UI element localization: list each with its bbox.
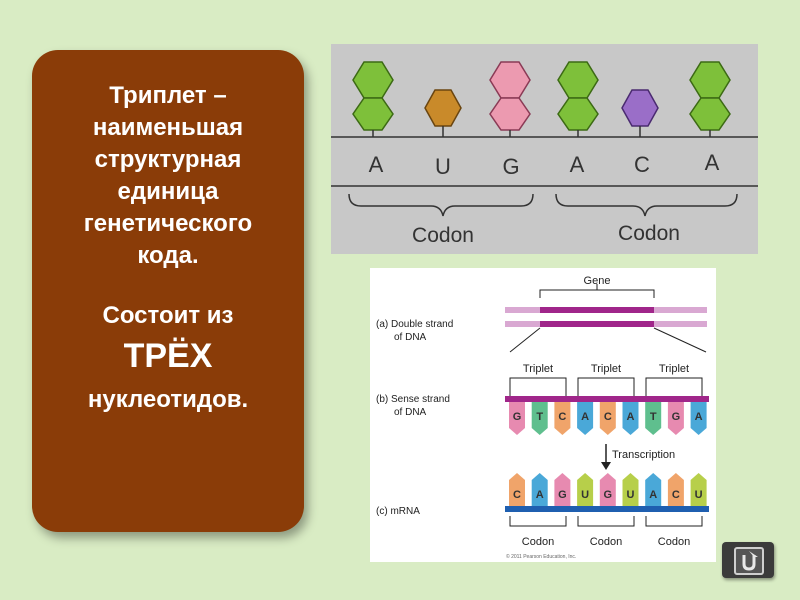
nucleotide-letter: T: [536, 411, 543, 423]
base-letter: G: [502, 154, 519, 179]
hexagon-green: [557, 61, 599, 99]
hexagon-pink: [489, 97, 531, 131]
nucleotide-tile: [645, 473, 662, 506]
nucleotide-tile: [622, 402, 639, 435]
hexagon-pink: [489, 61, 531, 99]
label-a: (a) Double strand: [376, 319, 453, 330]
transcription-label: Transcription: [612, 449, 675, 461]
card-emphasis: ТРЁХ: [123, 337, 213, 375]
nucleotide-tile: [577, 402, 594, 435]
nucleotide-letter: G: [513, 411, 522, 423]
base-letter: A: [369, 152, 384, 177]
return-button[interactable]: [722, 542, 774, 578]
triplet-label: Triplet: [659, 363, 689, 375]
nucleotide-tile: [599, 473, 616, 506]
card-line: структурная: [94, 146, 242, 173]
hexagon-purple: [621, 89, 659, 127]
nucleotide-tile: [554, 473, 571, 506]
hexagon-green: [352, 61, 394, 99]
nucleotide-tile: [599, 402, 616, 435]
card-line: нуклеотидов.: [87, 386, 249, 413]
codon-figure: A U G A C A Codon Codon: [331, 44, 758, 254]
nucleotide-letter: A: [536, 489, 544, 501]
codon-label: Codon: [412, 224, 474, 247]
hexagon-green: [352, 97, 394, 131]
nucleotide-tile: [690, 473, 707, 506]
nucleotide-tile: [509, 473, 525, 506]
nucleotide-letter: C: [672, 489, 680, 501]
nucleotide-letter: G: [558, 489, 567, 501]
definition-card: Триплет – наименьшая структурная единица…: [32, 50, 304, 532]
label-b: (b) Sense strand: [376, 394, 450, 405]
nucleotide-letter: C: [513, 489, 521, 501]
label-b: of DNA: [394, 407, 427, 418]
nucleotide-tile: [531, 473, 548, 506]
codon-label: Codon: [658, 536, 690, 548]
codon-label: Codon: [618, 222, 680, 245]
nucleotide-letter: C: [558, 411, 566, 423]
nucleotide-letter: G: [604, 489, 613, 501]
nucleotide-letter: A: [627, 411, 635, 423]
codon-label: Codon: [590, 536, 622, 548]
label-c: (c) mRNA: [376, 506, 420, 517]
codon-brace: [555, 193, 738, 217]
hexagon-green: [557, 97, 599, 131]
nucleotide-tile: [667, 473, 684, 506]
nucleotide-letter: A: [695, 411, 703, 423]
copyright-text: © 2011 Pearson Education, Inc.: [506, 553, 576, 560]
card-line: генетического: [83, 210, 253, 237]
hexagon-green: [689, 61, 731, 99]
triplet-label: Triplet: [591, 363, 621, 375]
nucleotide-letter: A: [581, 411, 589, 423]
card-line: Триплет –: [109, 82, 227, 109]
hexagon-green: [689, 97, 731, 131]
sense-strand: [505, 396, 709, 402]
base-letter: A: [570, 152, 585, 177]
nucleotide-letter: U: [627, 489, 635, 501]
card-line: кода.: [137, 242, 199, 269]
base-letter: A: [705, 150, 720, 175]
nucleotide-tile: [690, 402, 707, 435]
nucleotide-letter: U: [581, 489, 589, 501]
triplet-label: Triplet: [523, 363, 553, 375]
base-letter: U: [435, 154, 451, 179]
nucleotide-letter: G: [672, 411, 681, 423]
arrow-down-icon: [601, 462, 611, 470]
card-line: наименьшая: [92, 114, 244, 141]
nucleotide-letter: C: [604, 411, 612, 423]
hexagon-orange: [424, 89, 462, 127]
base-letter: C: [634, 152, 650, 177]
nucleotide-letter: A: [649, 489, 657, 501]
nucleotide-tile: [509, 402, 525, 435]
nucleotide-tile: [531, 402, 548, 435]
mrna-strand: [505, 506, 709, 512]
label-a: of DNA: [394, 332, 427, 343]
card-line: Состоит из: [102, 302, 234, 329]
card-line: единица: [117, 178, 219, 205]
nucleotide-letter: T: [650, 411, 657, 423]
codon-label: Codon: [522, 536, 554, 548]
gene-transcription-figure: Gene (a) Double strand of DNA Triplet Tr…: [370, 268, 716, 562]
gene-label: Gene: [584, 275, 611, 287]
nucleotide-tile: [667, 402, 684, 435]
nucleotide-tile: [577, 473, 594, 506]
codon-brace: [348, 193, 534, 217]
return-arrow-icon: [734, 547, 764, 575]
nucleotide-letter: U: [695, 489, 703, 501]
nucleotide-tile: [622, 473, 639, 506]
nucleotide-tile: [554, 402, 571, 435]
nucleotide-tile: [645, 402, 662, 435]
